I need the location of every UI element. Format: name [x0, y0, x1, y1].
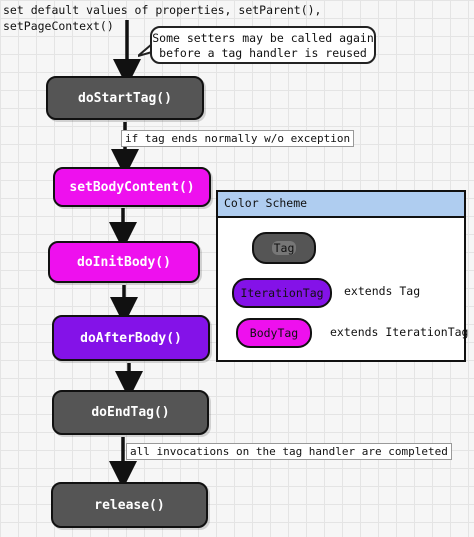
- callout-line-1: Some setters may be called again: [152, 31, 374, 45]
- do-after-body-box: doAfterBody(): [52, 315, 210, 361]
- release-box: release(): [51, 482, 208, 528]
- callout-line-2: before a tag handler is reused: [159, 46, 367, 60]
- default-values-line-1: set default values of properties, setPar…: [3, 3, 322, 17]
- legend-body-tag-label: BodyTag: [249, 326, 299, 340]
- legend-body-tag-swatch: BodyTag: [236, 318, 312, 348]
- setters-callout: Some setters may be called again before …: [150, 26, 376, 64]
- callout-tail: [138, 44, 153, 57]
- legend-iteration-tag-label: IterationTag: [240, 286, 324, 300]
- do-init-body-box: doInitBody(): [48, 241, 200, 283]
- color-scheme-legend: Color Scheme Tag IterationTag extends Ta…: [216, 190, 469, 362]
- completed-note: all invocations on the tag handler are c…: [126, 443, 452, 460]
- legend-iteration-extends: extends Tag: [344, 284, 421, 298]
- normal-end-note: if tag ends normally w/o exception: [121, 130, 355, 147]
- legend-tag-label: Tag: [271, 241, 297, 255]
- legend-body-extends: extends IterationTag: [330, 325, 469, 339]
- do-start-tag-box: doStartTag(): [46, 76, 204, 120]
- legend-iteration-tag-swatch: IterationTag: [232, 278, 332, 308]
- set-body-content-box: setBodyContent(): [53, 167, 211, 207]
- default-values-note: set default values of properties, setPar…: [3, 2, 322, 34]
- do-end-tag-box: doEndTag(): [52, 390, 209, 435]
- legend-title: Color Scheme: [218, 192, 464, 218]
- default-values-line-2: setPageContext(): [3, 19, 114, 33]
- legend-tag-swatch: Tag: [252, 232, 316, 264]
